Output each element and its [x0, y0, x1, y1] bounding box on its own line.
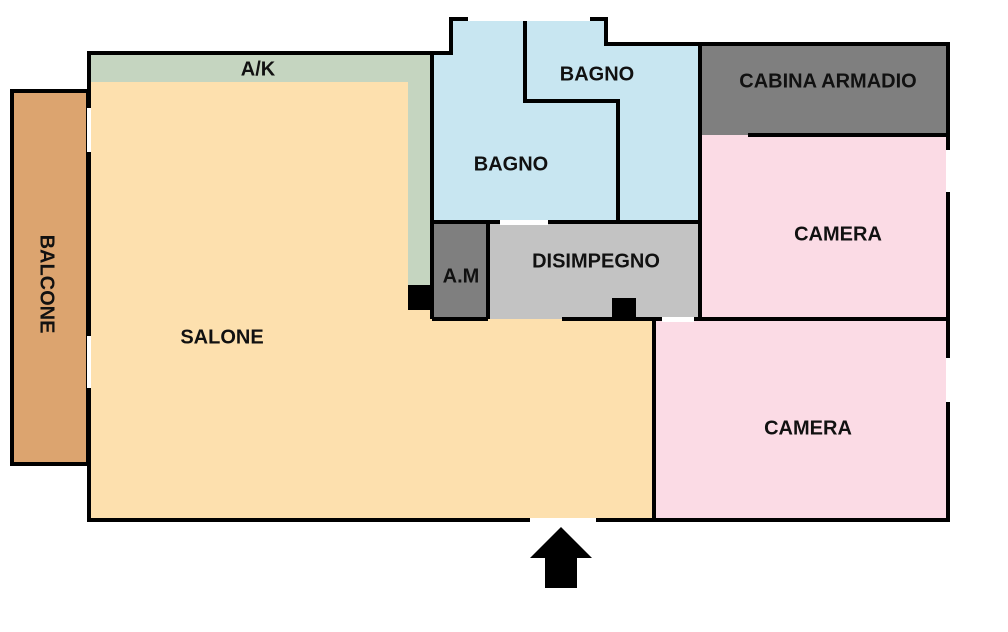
bagno-top-area	[525, 19, 700, 222]
top-window-opening	[468, 17, 590, 21]
cabina-armadio-area	[700, 44, 948, 135]
column-block-left	[408, 285, 432, 310]
balcony-window-bottom	[87, 336, 91, 388]
cabina-armadio-label: CABINA ARMADIO	[739, 70, 916, 92]
openings	[87, 17, 950, 523]
camera-top-area	[700, 135, 948, 319]
walls	[87, 17, 950, 522]
kitchen-area	[89, 53, 432, 310]
am-label: A.M	[443, 265, 480, 287]
right-window-camera-bottom	[946, 358, 950, 402]
balcone-label: BALCONE	[36, 235, 58, 334]
camera-top-label: CAMERA	[794, 223, 882, 245]
column-block-hall	[612, 298, 636, 319]
am-area	[432, 222, 488, 319]
entrance-arrow-icon	[530, 527, 592, 588]
bagno-top-label: BAGNO	[560, 63, 634, 85]
disimpegno-label: DISIMPEGNO	[532, 250, 660, 272]
salone-label: SALONE	[180, 326, 263, 348]
camera-bottom-label: CAMERA	[764, 417, 852, 439]
right-window-camera-top	[946, 150, 950, 192]
camera-door-opening	[662, 317, 694, 322]
camera-bottom-area	[654, 319, 948, 520]
entrance-door-opening	[530, 518, 596, 523]
bagno-label: BAGNO	[474, 153, 548, 175]
balcone-area	[10, 89, 90, 466]
ak-label: A/K	[241, 58, 276, 80]
balcony-window-top	[87, 108, 91, 152]
bagno-area	[432, 19, 618, 222]
bath-door-opening	[500, 220, 548, 225]
salone-area	[89, 53, 654, 520]
disimpegno-area	[488, 222, 700, 319]
